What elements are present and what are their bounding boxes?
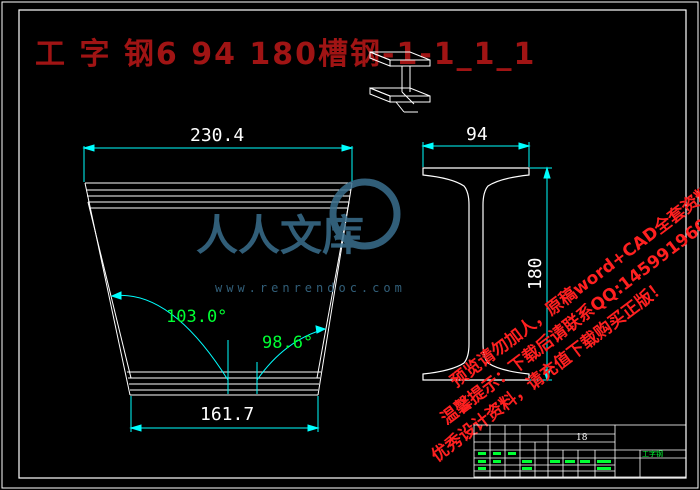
dim-bottom-width xyxy=(129,396,320,432)
watermark-logo-icon xyxy=(329,178,401,250)
title-block-part-name: 工字钢 xyxy=(642,449,663,458)
dim-angle-right-label: 98.6° xyxy=(262,333,313,353)
ibeam-section xyxy=(422,167,530,381)
isometric-beam-sketch xyxy=(369,51,431,113)
dim-bottom-width-label: 161.7 xyxy=(200,404,254,425)
title-block-fill-marks xyxy=(478,452,611,470)
watermark-logo-text: 人人文库 xyxy=(196,211,364,260)
dim-top-width-label: 230.4 xyxy=(190,125,244,146)
promo-overlay: 预览请勿加人，原稿word+CAD全套资料！ 温馨提示：下载后请联系QQ:145… xyxy=(427,171,700,467)
watermark: 人人文库 www.renrendoc.com xyxy=(196,178,406,295)
dim-top-width xyxy=(82,144,354,182)
dim-flange-width xyxy=(421,142,531,167)
dim-section-height xyxy=(530,166,552,382)
title-block-sheet-number: 18 xyxy=(576,433,588,443)
inner-frame xyxy=(18,9,687,479)
dim-section-height-label: 180 xyxy=(525,257,546,290)
promo-line-2: 温馨提示：下载后请联系QQ:1459919609 xyxy=(437,207,700,429)
drawing-title: 工 字 钢6 94 180槽钢-1-1_1_1 xyxy=(35,37,536,72)
trapezoid-view xyxy=(84,182,353,396)
dim-flange-width-label: 94 xyxy=(466,124,488,145)
title-block xyxy=(473,424,687,478)
dim-angle-left-label: 103.0° xyxy=(166,307,227,327)
dim-angle-arcs xyxy=(110,291,327,394)
watermark-url: www.renrendoc.com xyxy=(215,281,406,295)
